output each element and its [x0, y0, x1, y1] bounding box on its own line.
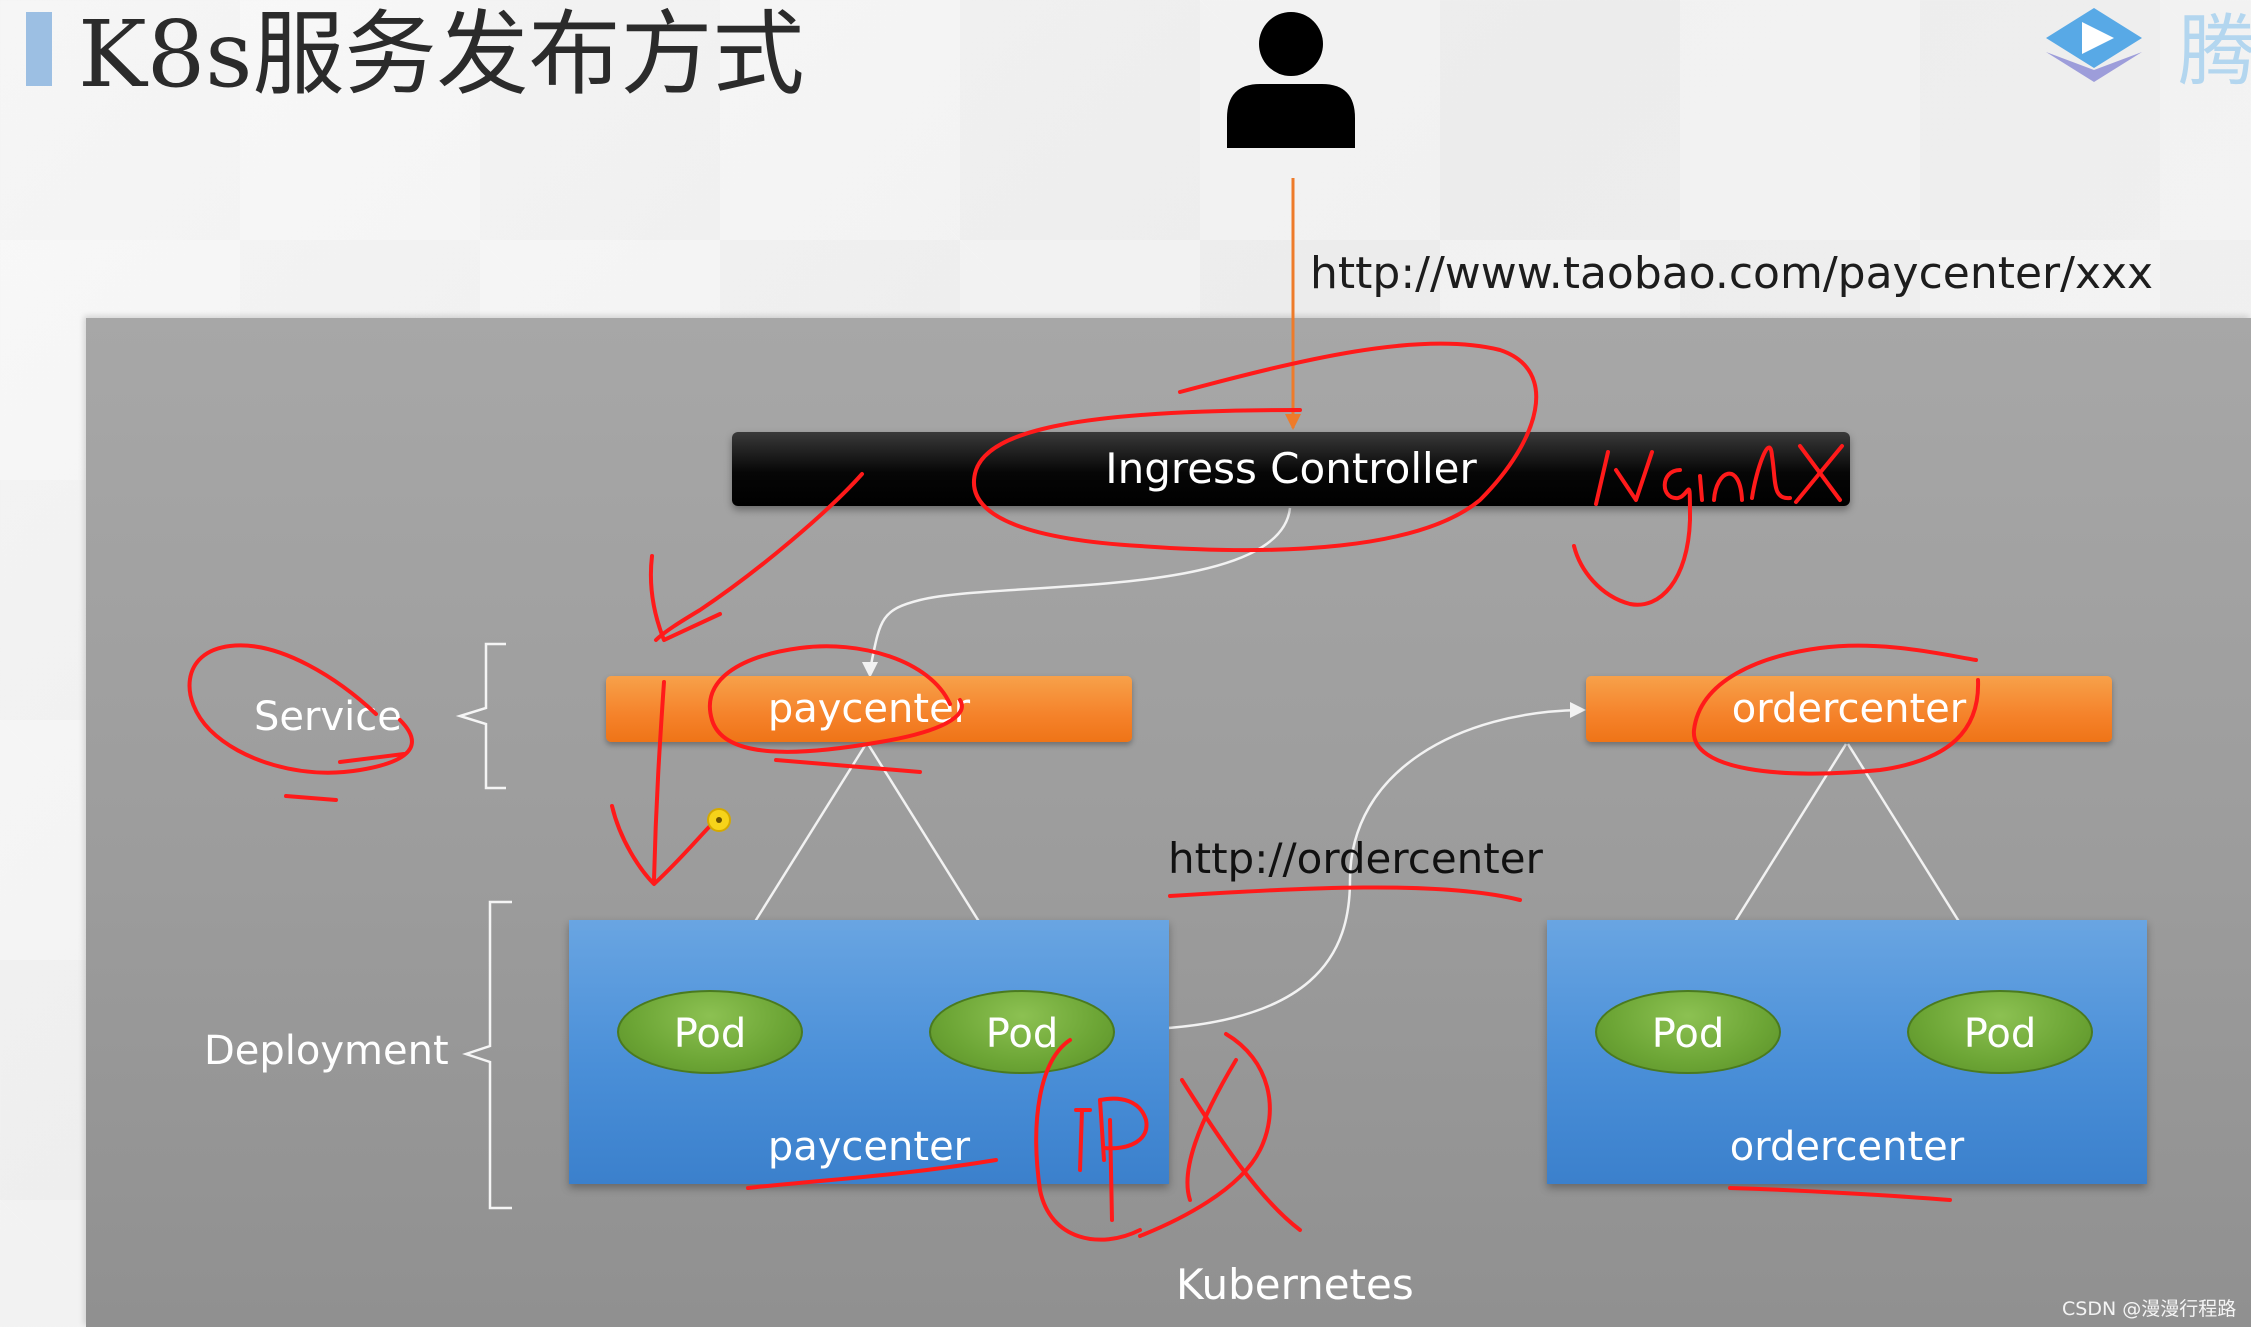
deployment-label: paycenter: [767, 1124, 971, 1170]
tencent-logo: [2044, 0, 2251, 100]
pod-ellipse: Pod: [1907, 990, 2093, 1074]
watermark: CSDN @漫漫行程路: [2062, 1298, 2237, 1320]
request-url-label: http://www.taobao.com/paycenter/xxx: [1310, 248, 2154, 299]
ordercenter-deployment-box: Pod Pod ordercenter: [1547, 920, 2147, 1184]
title-accent-bar: [26, 12, 52, 86]
paycenter-deployment-box: Pod Pod paycenter: [569, 920, 1169, 1184]
ordercenter-service-box: ordercenter: [1586, 676, 2112, 742]
ingress-to-service-curve: [868, 507, 1292, 671]
logo-text: 腾: [2178, 7, 2251, 97]
deployment-bracket: [462, 900, 512, 1210]
ingress-controller-box: Ingress Controller: [732, 432, 1850, 506]
pod-ellipse: Pod: [1595, 990, 1781, 1074]
slide-title: K8s服务发布方式: [78, 1, 805, 108]
pod-to-ordercenter-curve: [1115, 708, 1581, 1032]
person-icon: [1227, 12, 1355, 148]
pod-ellipse: Pod: [617, 990, 803, 1074]
service-bracket: [455, 642, 506, 790]
deployment-label: ordercenter: [1729, 1124, 1965, 1170]
deployment-side-label: Deployment: [204, 1028, 449, 1074]
internal-url-label: http://ordercenter: [1168, 834, 1543, 883]
kubernetes-label: Kubernetes: [1176, 1260, 1414, 1309]
pod-ellipse: Pod: [929, 990, 1115, 1074]
service-side-label: Service: [254, 694, 402, 740]
paycenter-service-box: paycenter: [606, 676, 1132, 742]
